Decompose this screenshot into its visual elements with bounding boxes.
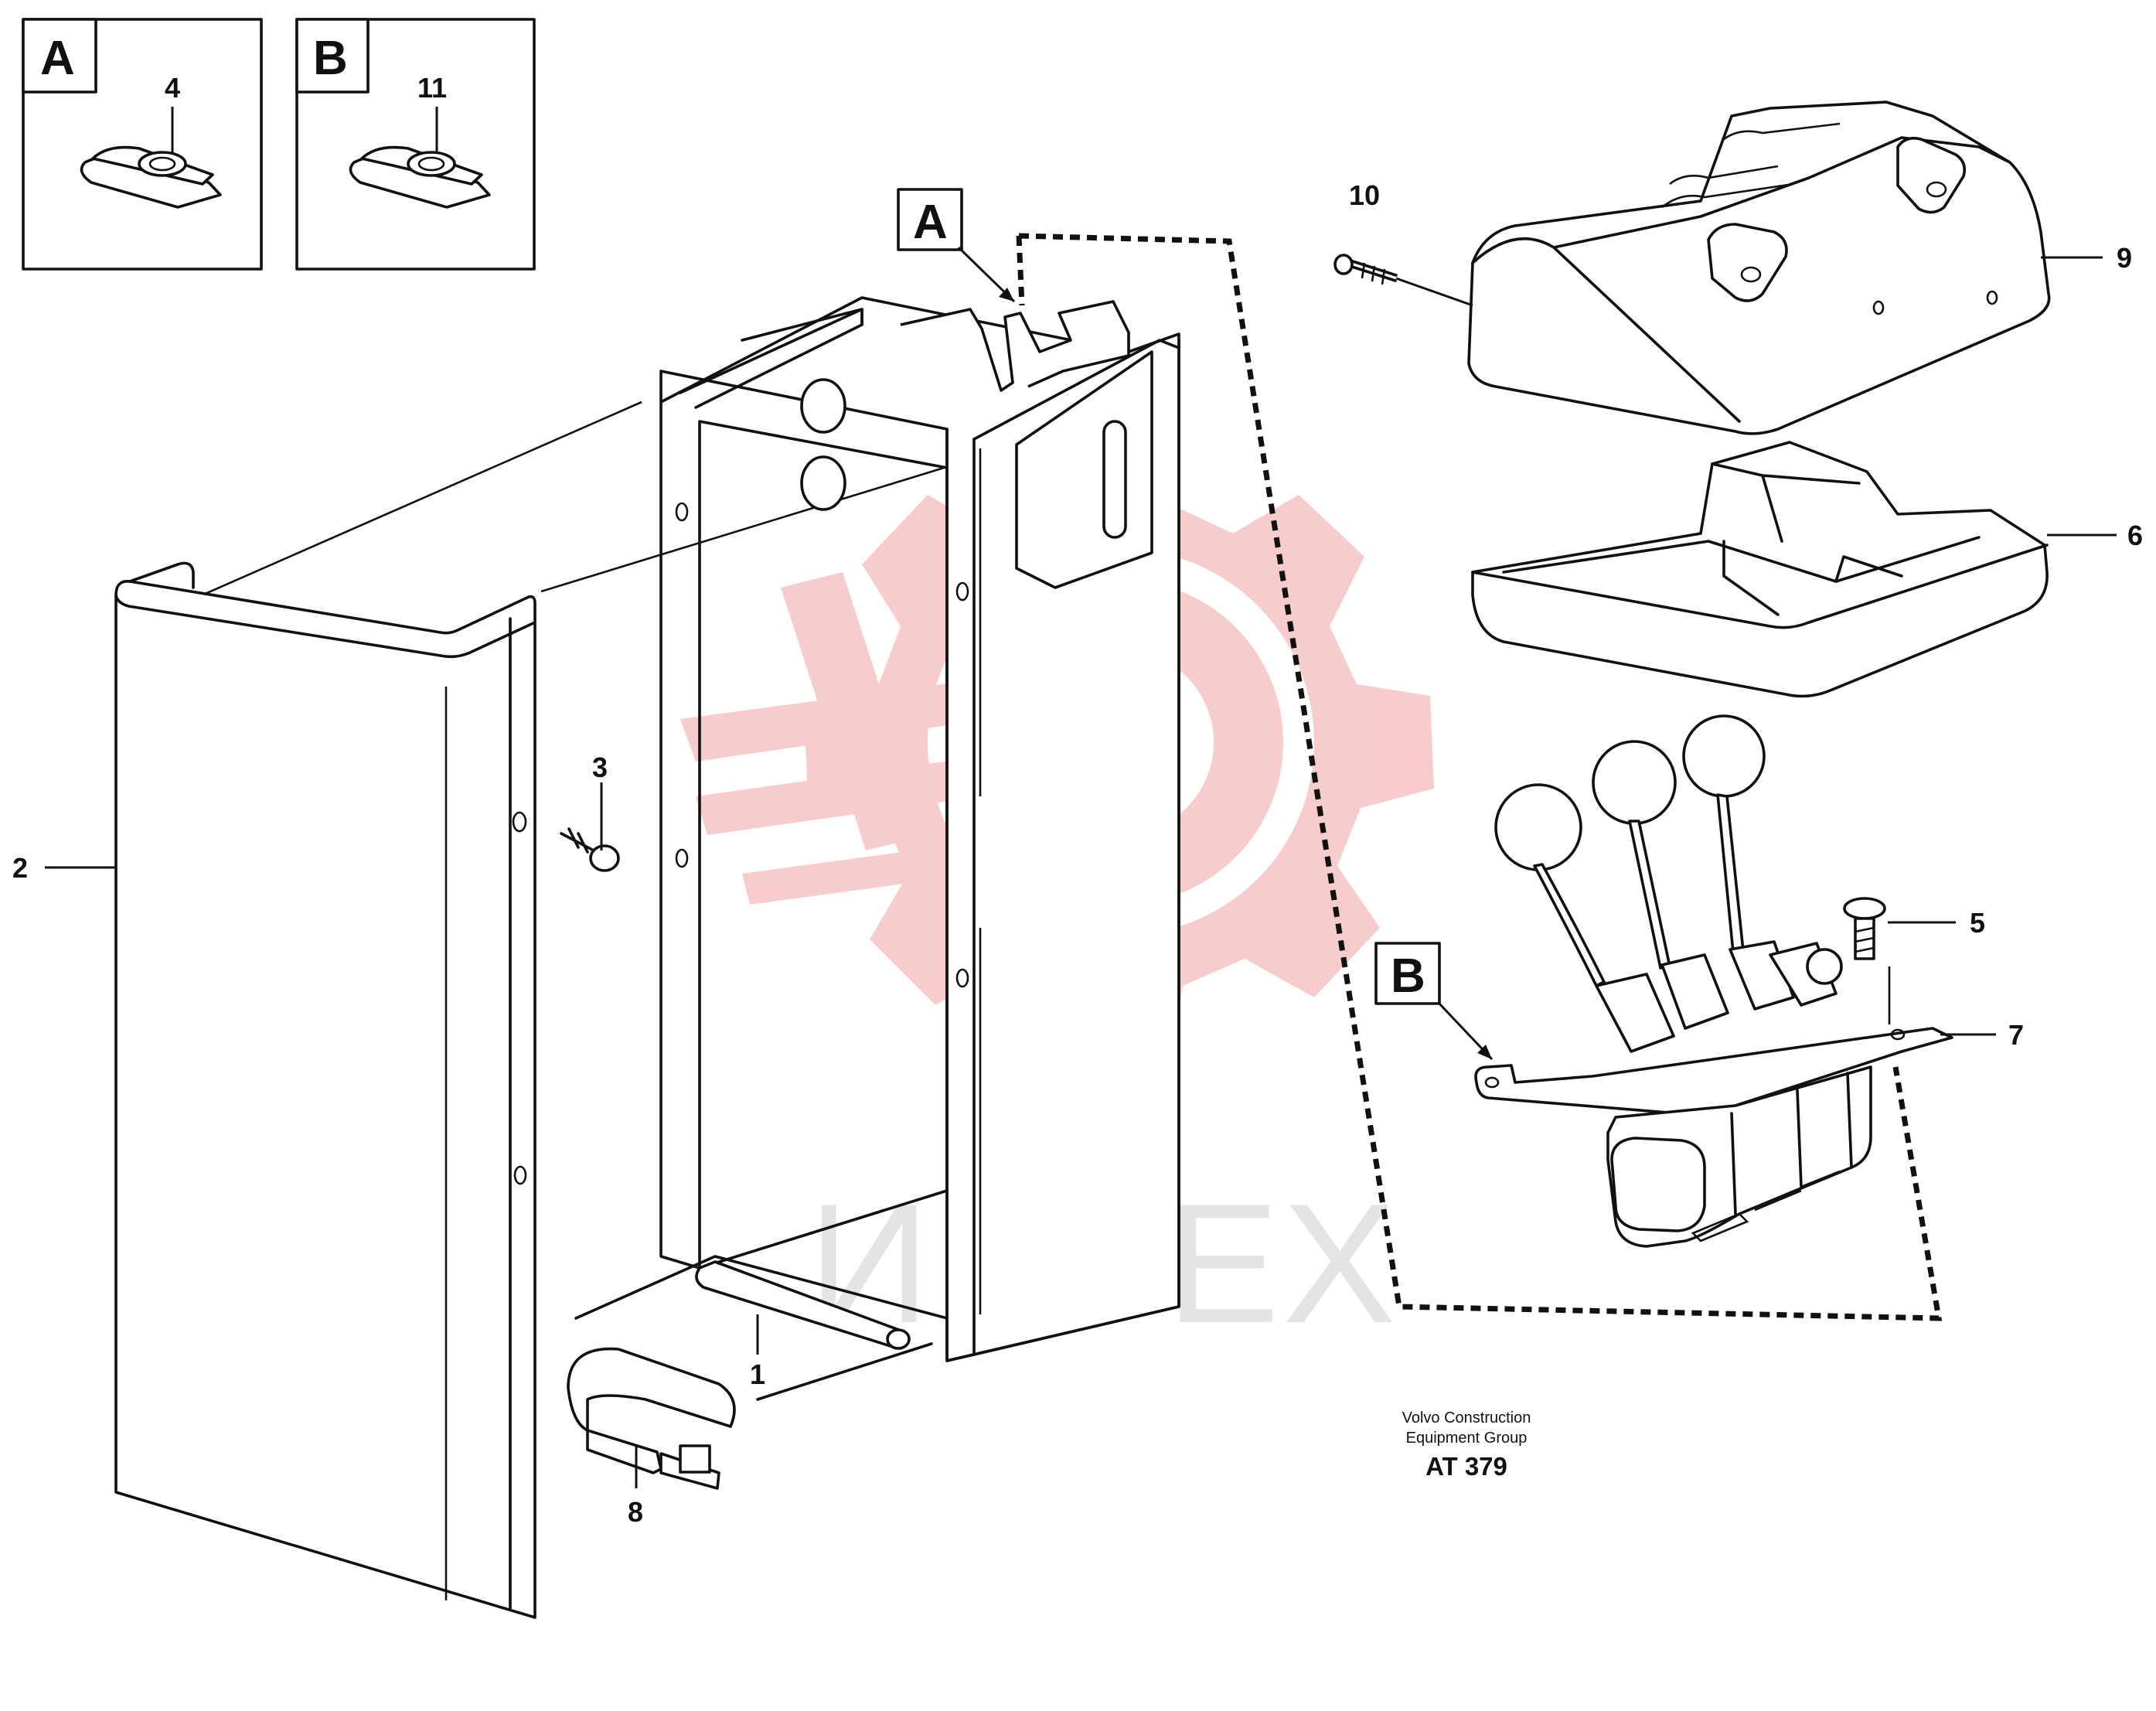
callout-3: 3 [592,752,608,850]
part-number-10: 10 [1349,179,1380,211]
control-valve-7 [1474,714,1953,1248]
assembly-group-outline [1018,233,1943,1321]
view-marker-b-label: B [1391,949,1425,1003]
cover-top-9 [1467,101,2051,435]
part-number-7: 7 [2008,1019,2024,1051]
part-number-5: 5 [1970,907,1985,939]
part-number-1: 1 [750,1358,765,1390]
detail-box-b: B 11 [295,18,536,271]
cover-panel [114,400,983,1619]
clip-nut-icon [80,145,222,209]
clip-nut-icon [349,145,491,209]
view-marker-a-label: A [913,196,948,249]
detail-box-b-part-number: 11 [417,72,447,104]
callout-6: 6 [2047,520,2143,551]
callout-5: 5 [1888,907,1985,939]
caption-line-1: Volvo Construction [1402,1409,1531,1426]
callout-8: 8 [628,1446,643,1528]
detail-box-a-part-number: 4 [165,72,180,104]
part-number-2: 2 [12,852,28,884]
caption-code: AT 379 [1425,1452,1507,1481]
screw-3 [512,811,620,872]
callout-1: 1 [750,1314,765,1390]
callout-10: 10 [1349,179,1473,307]
view-marker-b: B [1374,942,1494,1061]
view-marker-a: A [897,188,1016,303]
part-number-6: 6 [2127,520,2143,551]
detail-box-b-label: B [313,32,348,85]
part-number-8: 8 [628,1496,643,1528]
callout-9: 9 [2041,242,2132,274]
strap-8 [567,1347,736,1490]
tray-6 [1471,441,2049,698]
caption: Volvo Construction Equipment Group AT 37… [1402,1409,1531,1481]
caption-line-2: Equipment Group [1406,1430,1528,1447]
part-number-3: 3 [592,752,608,783]
bolt-5 [1843,897,1891,1024]
inner-housing [574,296,1180,1401]
detail-box-a: A 4 [22,18,263,271]
callout-7: 7 [1940,1019,2024,1051]
part-number-9: 9 [2117,242,2132,274]
detail-box-a-label: A [40,32,75,85]
screw-10 [1333,254,1398,285]
callout-2: 2 [12,852,116,884]
